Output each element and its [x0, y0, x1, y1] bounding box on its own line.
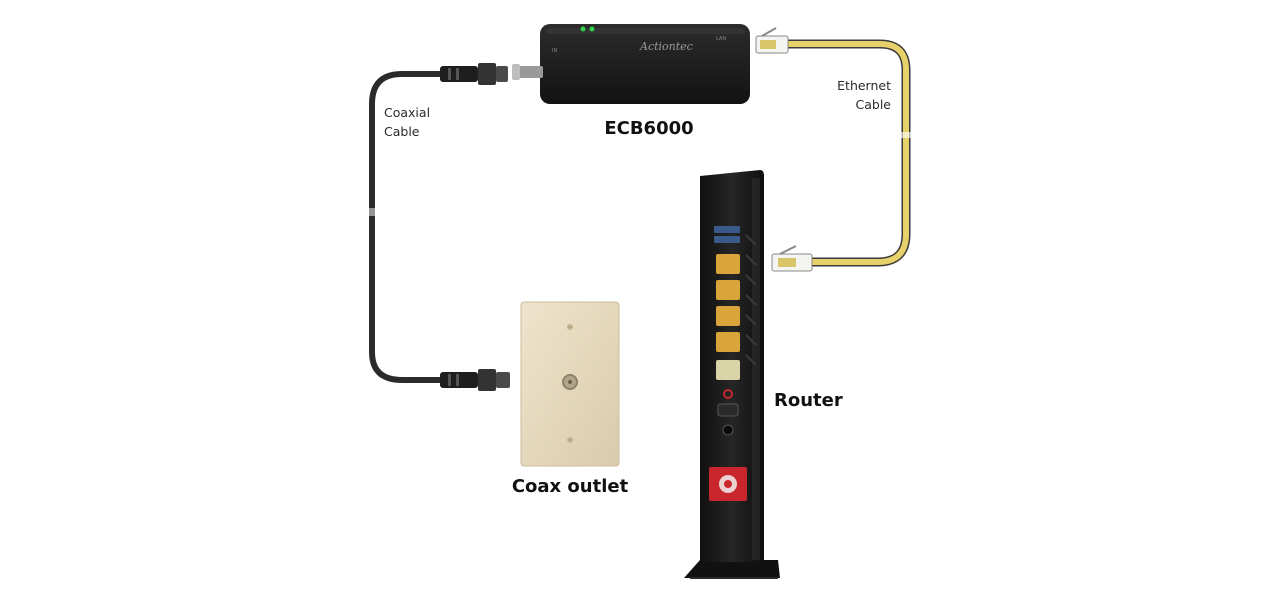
router-label: Router: [774, 390, 843, 411]
router-icon: [684, 170, 780, 579]
svg-text:LAN: LAN: [716, 36, 726, 42]
router-port-3: [716, 306, 740, 326]
coax-connector-top: [440, 63, 508, 85]
ethernet-cable: [755, 27, 912, 272]
ethernet-cable-label-line2: Cable: [856, 97, 892, 112]
svg-text:IN: IN: [552, 48, 557, 54]
network-adapter-icon: IN LAN Actiontec: [512, 24, 750, 104]
ethernet-cable-label-line1: Ethernet: [837, 78, 891, 93]
adapter-link-led: [589, 26, 595, 32]
router-port-2: [716, 280, 740, 300]
router-port-4: [716, 332, 740, 352]
coaxial-cable-label-line2: Cable: [384, 124, 420, 139]
coax-outlet-label: Coax outlet: [512, 476, 629, 497]
coaxial-cable: [368, 63, 510, 391]
router-port-1: [716, 254, 740, 274]
adapter-power-led: [580, 26, 586, 32]
rj45-plug-bottom: [771, 245, 813, 272]
router-port-wan: [716, 360, 740, 380]
rj45-plug-top: [755, 27, 789, 54]
coax-wall-outlet-icon: [520, 301, 620, 467]
coaxial-cable-label-line1: Coaxial: [384, 105, 430, 120]
ethernet-cable-line-outline: [781, 39, 911, 267]
adapter-label: ECB6000: [604, 118, 693, 139]
ethernet-cable-line: [783, 41, 909, 265]
router-vents: [745, 234, 757, 366]
coax-connector-bottom: [440, 369, 510, 391]
adapter-brand-logo: Actiontec: [639, 40, 693, 53]
coaxial-cable-line: [369, 71, 450, 383]
